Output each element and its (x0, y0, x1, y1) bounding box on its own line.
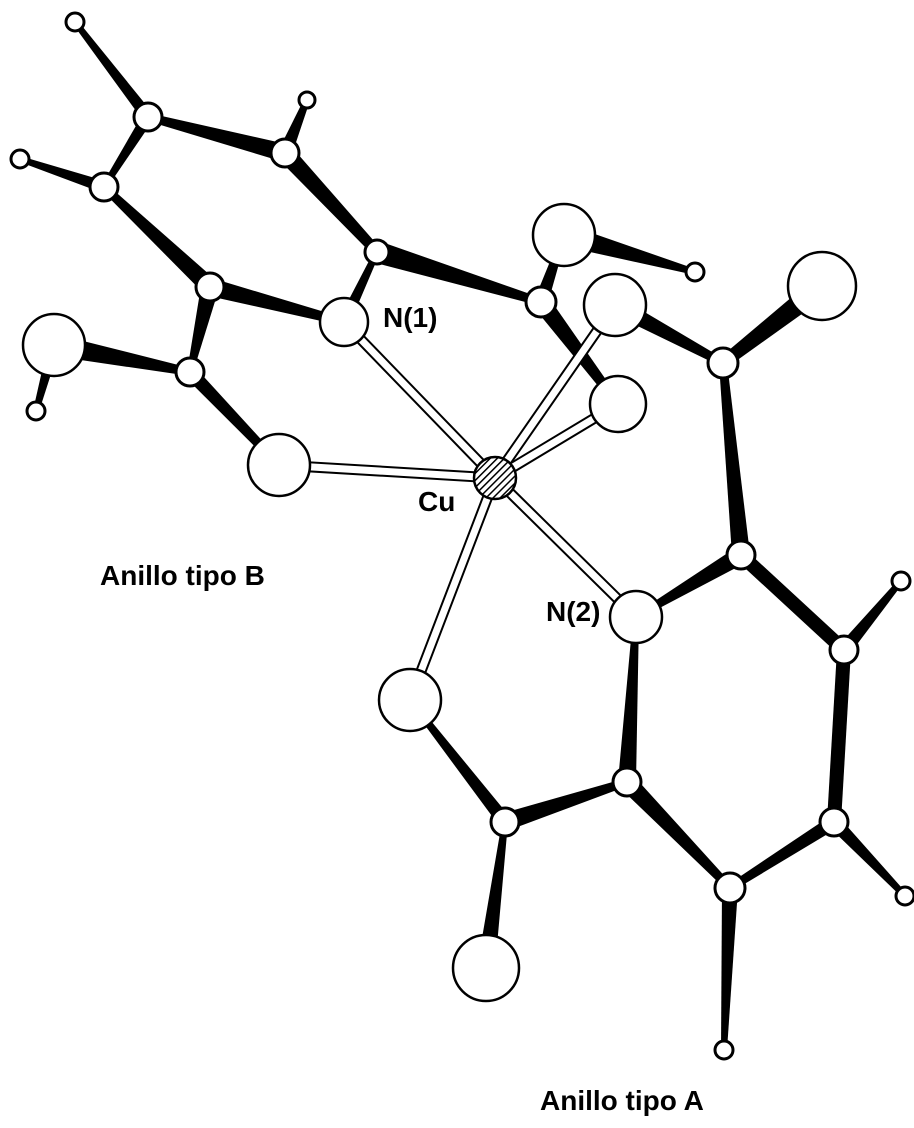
hydrogen-atom-h5 (684, 261, 706, 283)
hydrogen-atom-h4 (25, 400, 47, 422)
carbon-atom-c2 (269, 137, 301, 169)
bond-c11-o6 (407, 698, 511, 827)
carbon-atom-c10 (611, 766, 643, 798)
carbon-atom-c13 (713, 871, 747, 905)
bond-c10-c13 (620, 775, 733, 891)
carbon-atom-c8 (725, 539, 757, 571)
heavy-atom-n1 (318, 296, 370, 348)
cu-label: Cu (418, 486, 455, 517)
ring-b-caption: Anillo tipo B (100, 560, 265, 591)
heavy-atom-o6 (377, 667, 443, 733)
carbon-atom-c6 (174, 356, 206, 388)
coordination-bond-cu-n1 (339, 317, 500, 483)
bond-c5-c6 (187, 284, 219, 373)
heavy-atom-o4 (786, 250, 858, 322)
bond-c1-c2 (147, 113, 288, 162)
bond-c1-c3 (101, 113, 154, 189)
ring-a-caption: Anillo tipo A (540, 1085, 704, 1116)
n1-label: N(1) (383, 302, 437, 333)
hydrogen-atom-h2 (297, 90, 317, 110)
heavy-atom-o3 (582, 272, 648, 338)
copper-atom-cu (472, 455, 518, 501)
carbon-atom-c7 (706, 346, 740, 380)
bond-c6-o1 (51, 334, 191, 376)
carbon-atom-c12 (818, 806, 850, 838)
bond-c4-cen (373, 241, 543, 306)
heavy-atom-obig (531, 202, 597, 268)
hydrogen-atom-h8 (713, 1039, 735, 1061)
hydrogen-atom-h7 (894, 885, 914, 907)
bond-c12-c13 (727, 816, 838, 892)
bond-c8-n2 (634, 547, 746, 620)
bond-c3-c5 (101, 184, 217, 294)
bond-c9-h6 (838, 579, 904, 655)
bond-c10-c11 (502, 778, 629, 831)
hydrogen-atom-h3 (9, 148, 31, 170)
carbon-atom-c1 (132, 101, 164, 133)
bond-c2-c4 (278, 146, 381, 256)
heavy-atom-o5 (588, 374, 648, 434)
hydrogen-atom-h1 (64, 11, 86, 33)
n2-label: N(2) (546, 596, 600, 627)
carbon-atom-c9 (828, 634, 860, 666)
bond-c8-c9 (736, 549, 849, 656)
carbon-atom-c11 (489, 806, 521, 838)
bond-c7-c8 (719, 362, 750, 556)
heavy-atom-o1 (21, 312, 87, 378)
bond-h3-c3 (19, 156, 106, 193)
carbon-atom-c5 (194, 271, 226, 303)
heavy-atom-o2 (246, 432, 312, 498)
bond-c5-n1 (207, 278, 345, 326)
bond-c12-h7 (828, 817, 908, 899)
carbon-atom-c4 (363, 238, 391, 266)
hydrogen-atom-h6 (890, 570, 912, 592)
carbon-atom-c3 (88, 171, 120, 203)
bond-n2-c10 (618, 616, 639, 783)
carbon-atom-cen (524, 285, 558, 319)
bond-c9-c12 (827, 649, 851, 823)
bonds-layer (19, 20, 908, 1051)
heavy-atom-n2 (608, 589, 664, 645)
atoms-layer (9, 11, 914, 1061)
bond-c11-o7 (477, 821, 508, 970)
bond-h1-c1 (72, 20, 153, 121)
heavy-atom-o7 (451, 933, 521, 1003)
bond-c13-h8 (721, 887, 738, 1051)
